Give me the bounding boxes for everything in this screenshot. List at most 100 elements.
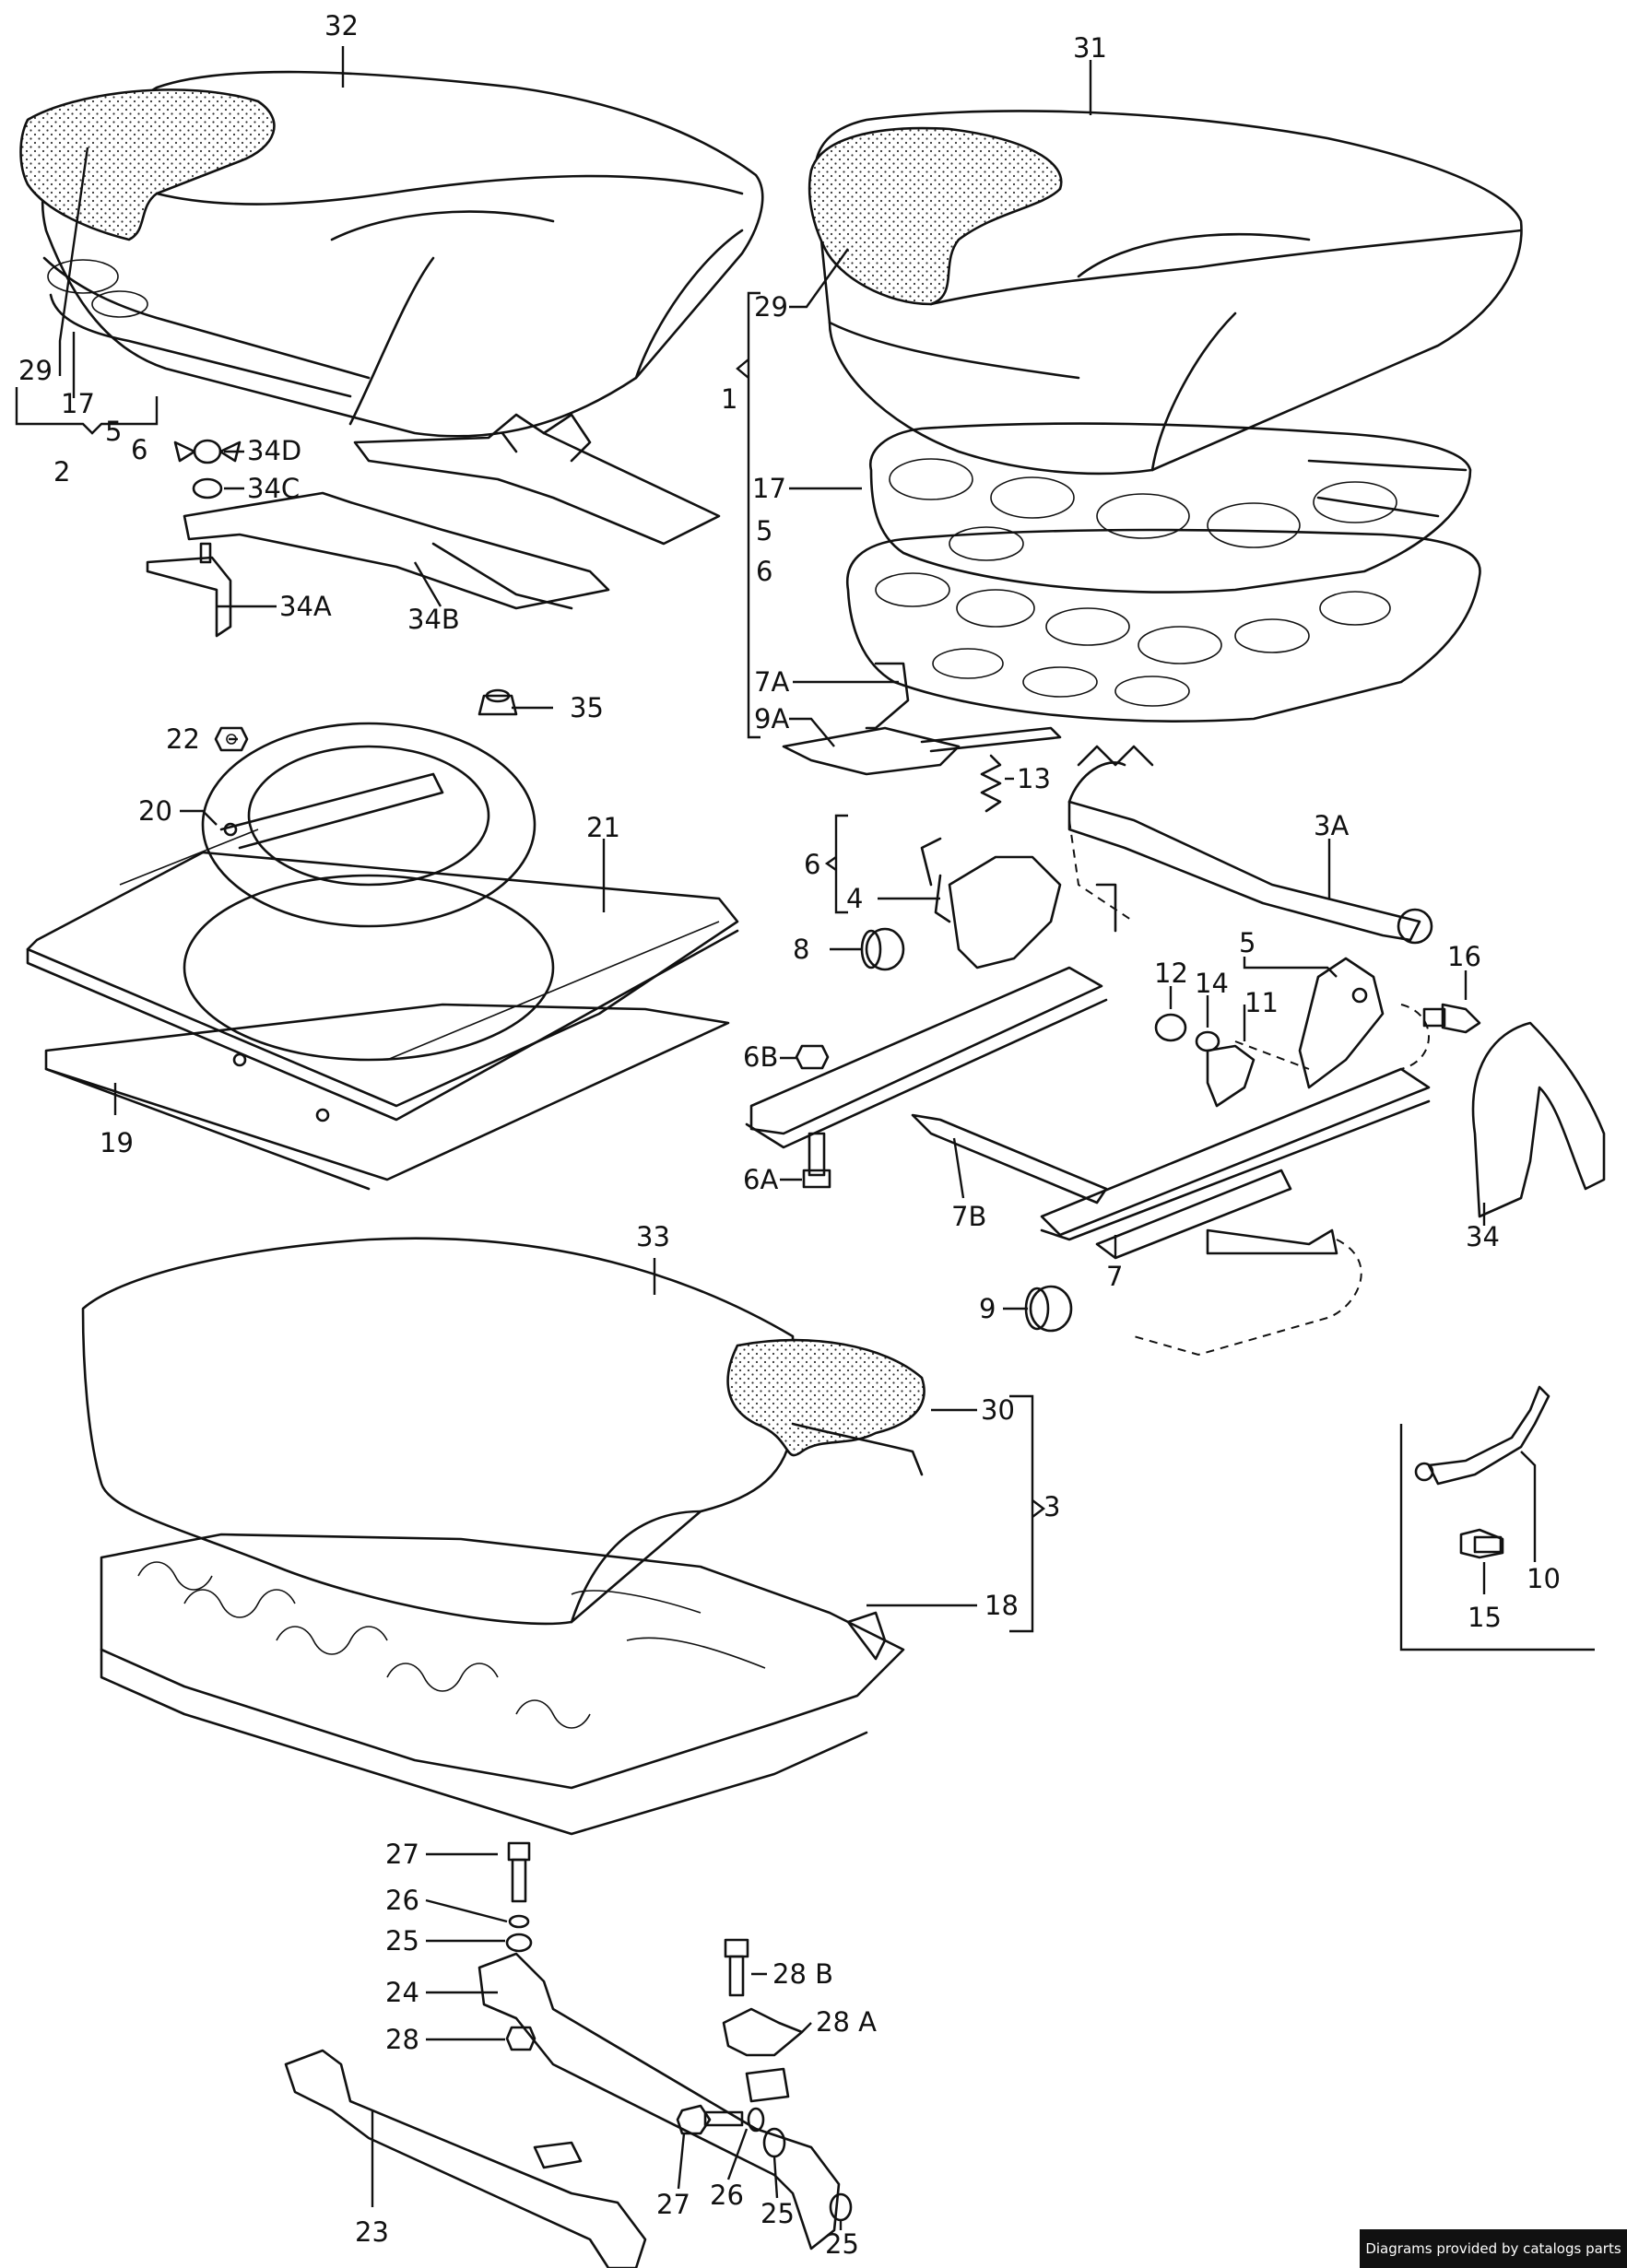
leader-lines — [58, 46, 1537, 2230]
lever-11 — [1206, 1040, 1310, 1108]
footer-credit: Diagrams provided by catalogs parts — [1360, 2229, 1627, 2268]
label-2: 2 — [53, 456, 70, 488]
rod-7B — [911, 1113, 1108, 1205]
label-29-left: 29 — [18, 355, 53, 386]
clip-28A — [722, 2007, 804, 2057]
washer-34C — [192, 477, 223, 499]
nut-28 — [505, 2026, 536, 2051]
frame-19 — [44, 1003, 730, 1191]
knob-8 — [860, 927, 905, 971]
swivel-ring-20 — [201, 722, 536, 928]
backrest-frame-18 — [100, 1533, 905, 1836]
label-34A: 34A — [279, 591, 332, 622]
washer-25-top — [505, 1933, 533, 1953]
label-19: 19 — [100, 1127, 134, 1158]
nut-6B — [795, 1044, 830, 1070]
label-3A: 3A — [1314, 810, 1349, 841]
label-12: 12 — [1154, 958, 1188, 989]
label-9A: 9A — [754, 703, 789, 734]
label-6-left: 6 — [131, 434, 147, 465]
label-33: 33 — [636, 1221, 670, 1252]
label-18: 18 — [984, 1590, 1019, 1621]
label-7B: 7B — [951, 1201, 986, 1232]
label-28B: 28 B — [772, 1958, 833, 1990]
label-9: 9 — [979, 1293, 996, 1324]
label-31: 31 — [1073, 32, 1107, 64]
label-22: 22 — [166, 723, 200, 755]
label-21: 21 — [586, 812, 620, 843]
label-15: 15 — [1468, 1602, 1502, 1633]
label-10: 10 — [1527, 1563, 1561, 1594]
spring-washer-26-top — [508, 1914, 530, 1929]
label-17-left: 17 — [61, 388, 95, 419]
spring-frame-17-right — [845, 422, 1481, 723]
label-24: 24 — [385, 1977, 419, 2008]
bracket-34A — [146, 542, 232, 638]
label-6-right: 6 — [756, 556, 772, 587]
label-4: 4 — [846, 883, 863, 914]
label-1: 1 — [721, 383, 737, 415]
recline-parts-9A-7A — [782, 662, 1062, 776]
label-6A: 6A — [743, 1164, 778, 1195]
label-25-bottom-b: 25 — [825, 2228, 859, 2260]
lever-7 — [1133, 1228, 1362, 1357]
bolt-27-bottom — [676, 2104, 744, 2135]
label-5-left: 5 — [105, 416, 122, 447]
trim-cover-34 — [1471, 1021, 1606, 1218]
slide-rail-right-5 — [1040, 957, 1431, 1260]
knob-12 — [1154, 1013, 1187, 1042]
seat-cushion-31 — [808, 110, 1523, 476]
label-34: 34 — [1466, 1221, 1500, 1252]
group-bracket-6 — [824, 814, 848, 914]
group-bracket-2 — [15, 387, 159, 435]
support-bracket-23 — [284, 2049, 647, 2268]
label-6-mech: 6 — [804, 849, 820, 880]
label-28: 28 — [385, 2024, 419, 2055]
bolt-16 — [1422, 1003, 1481, 1034]
label-7A: 7A — [754, 666, 789, 698]
backrest-cushion-33 — [81, 1237, 926, 1626]
label-25-top: 25 — [385, 1925, 419, 1957]
label-8: 8 — [793, 934, 809, 965]
spring-washer-26-bottom — [747, 2107, 765, 2133]
label-34B: 34B — [407, 604, 460, 635]
label-14: 14 — [1195, 968, 1229, 999]
label-23: 23 — [355, 2216, 389, 2248]
bolt-27-top — [507, 1841, 531, 1903]
label-3: 3 — [1043, 1491, 1060, 1522]
group-bracket-3 — [1009, 1394, 1045, 1633]
spring-13 — [980, 754, 1002, 813]
bolt-6A — [802, 1132, 831, 1189]
label-20: 20 — [138, 795, 172, 827]
label-34C: 34C — [247, 473, 300, 504]
washer-25-bottom-a — [762, 2127, 786, 2158]
label-5-right: 5 — [756, 515, 772, 546]
shaft-3A — [1067, 745, 1433, 945]
label-27-top: 27 — [385, 1839, 419, 1870]
label-32: 32 — [324, 10, 359, 41]
label-26-bottom: 26 — [710, 2180, 744, 2211]
label-35: 35 — [570, 692, 604, 723]
knob-9 — [1024, 1285, 1073, 1333]
label-16: 16 — [1447, 941, 1481, 972]
washer-14 — [1195, 1030, 1220, 1052]
label-7: 7 — [1106, 1261, 1123, 1292]
group-bracket-1 — [736, 291, 760, 739]
nut-35 — [477, 688, 518, 716]
seat-base-plate-21 — [26, 828, 739, 1122]
label-28A: 28 A — [816, 2006, 877, 2038]
label-26-top: 26 — [385, 1885, 419, 1916]
label-11: 11 — [1244, 987, 1279, 1018]
label-17-right: 17 — [752, 473, 786, 504]
label-6B: 6B — [743, 1041, 778, 1073]
label-34D: 34D — [247, 435, 301, 466]
label-13: 13 — [1017, 763, 1051, 794]
label-25-bottom-a: 25 — [760, 2198, 795, 2229]
washer-25-bottom-b — [829, 2192, 853, 2222]
slide-rail-left-4 — [745, 837, 1117, 1149]
label-27-bottom: 27 — [656, 2189, 690, 2220]
label-30: 30 — [981, 1394, 1015, 1426]
bolt-28B — [724, 1938, 749, 1997]
support-bracket-24 — [477, 1952, 841, 2250]
